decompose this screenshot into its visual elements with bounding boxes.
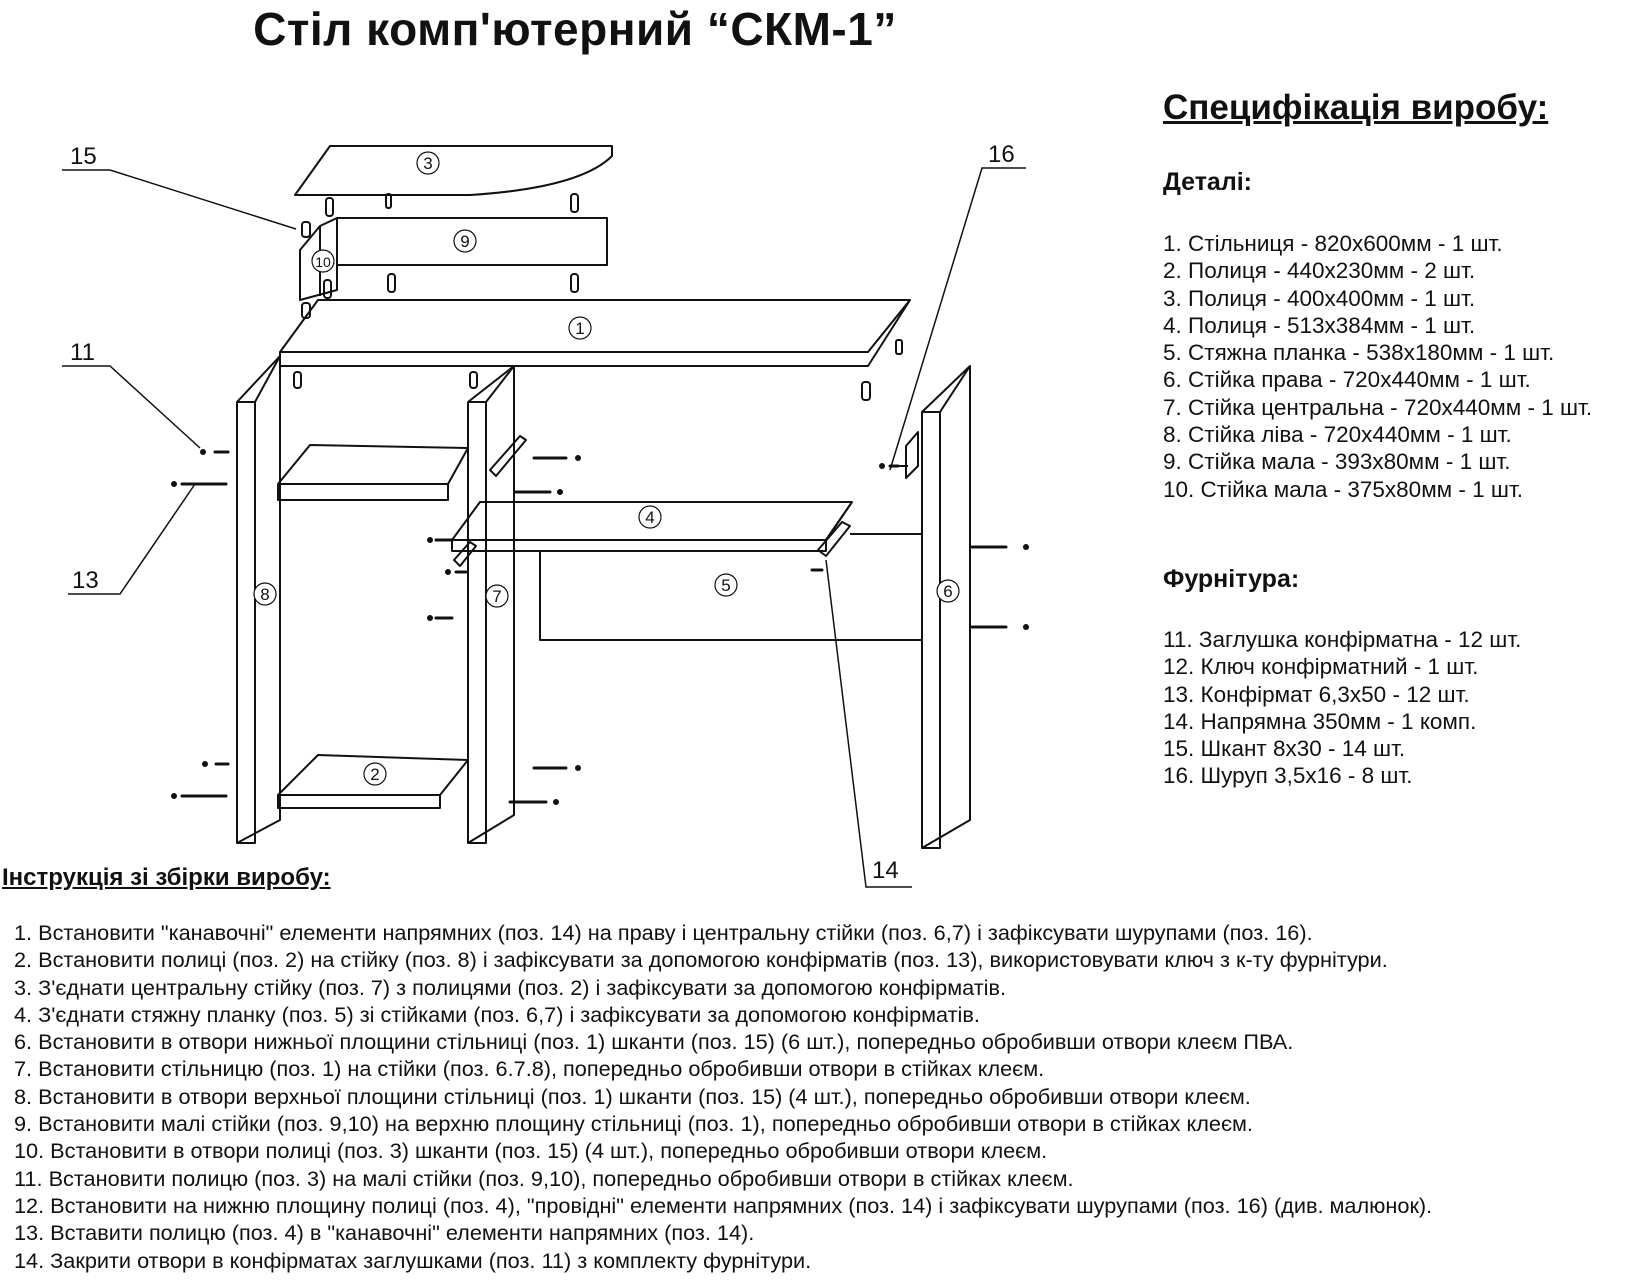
instruction-step: 11. Встановити полицю (поз. 3) на малі с… xyxy=(14,1165,1074,1191)
part-label-3: 3 xyxy=(423,154,432,173)
stand-10-shape xyxy=(299,217,338,301)
detail-item: 6. Стійка права - 720х440мм - 1 шт. xyxy=(1163,367,1531,393)
instruction-step: 8. Встановити в отвори верхньої площини … xyxy=(14,1083,1251,1109)
hardware-item: 15. Шкант 8х30 - 14 шт. xyxy=(1163,736,1406,762)
part-label-5: 5 xyxy=(721,576,730,595)
hardware-item: 16. Шуруп 3,5х16 - 8 шт. xyxy=(1163,763,1413,789)
tie-plate-5-shape xyxy=(539,550,922,641)
detail-item: 10. Стійка мала - 375х80мм - 1 шт. xyxy=(1163,476,1523,502)
hardware-item: 13. Конфірмат 6,3х50 - 12 шт. xyxy=(1163,681,1470,707)
instruction-step: 13. Вставити полицю (поз. 4) в "канавочн… xyxy=(14,1220,755,1246)
instruction-step: 6. Встановити в отвори нижньої площини с… xyxy=(14,1029,1294,1055)
part-label-1: 1 xyxy=(575,319,584,338)
part-label-10: 10 xyxy=(315,254,331,270)
callout-14: 14 xyxy=(872,857,899,884)
hardware-item: 14. Напрямна 350мм - 1 комп. xyxy=(1163,708,1477,734)
part-label-6: 6 xyxy=(943,582,952,601)
tabletop-1-shape xyxy=(279,299,911,367)
callout-11: 11 xyxy=(70,339,95,366)
instructions-title: Інструкція зі збірки виробу: xyxy=(2,864,331,891)
assembly-diagram: 15 11 13 16 14 3 9 10 1 4 5 6 7 8 2 xyxy=(62,141,1029,888)
stand-6-shape xyxy=(921,365,971,849)
callout-15: 15 xyxy=(70,143,97,170)
detail-item: 3. Полиця - 400х400мм - 1 шт. xyxy=(1163,285,1476,311)
hardware-list: 11. Заглушка конфірматна - 12 шт. 12. Кл… xyxy=(1163,626,1521,790)
details-title: Деталі: xyxy=(1163,168,1252,196)
part-label-4: 4 xyxy=(645,508,654,527)
instruction-step: 2. Встановити полиці (поз. 2) на стійку … xyxy=(14,947,1388,973)
instruction-step: 7. Встановити стільницю (поз. 1) на стій… xyxy=(14,1056,1045,1082)
instruction-step: 14. Закрити отвори в конфірматах заглушк… xyxy=(14,1247,812,1273)
part-label-8: 8 xyxy=(260,585,269,604)
details-list: 1. Стільниця - 820х600мм - 1 шт. 2. Поли… xyxy=(1163,230,1592,503)
stand-7-shape xyxy=(467,365,515,844)
instruction-step: 3. З'єднати центральну стійку (поз. 7) з… xyxy=(14,974,1007,1000)
hardware-item: 12. Ключ конфірматний - 1 шт. xyxy=(1163,654,1479,680)
hardware-item: 11. Заглушка конфірматна - 12 шт. xyxy=(1163,627,1522,652)
detail-item: 4. Полиця - 513х384мм - 1 шт. xyxy=(1163,312,1476,338)
stand-8-shape xyxy=(236,355,281,844)
shelf-2-lower-shape xyxy=(277,754,469,796)
callout-16: 16 xyxy=(988,141,1015,168)
part-label-9: 9 xyxy=(460,232,469,251)
detail-item: 1. Стільниця - 820х600мм - 1 шт. xyxy=(1163,231,1503,256)
instruction-step: 4. З'єднати стяжну планку (поз. 5) зі ст… xyxy=(14,1001,980,1027)
shelf-2-upper-shape xyxy=(277,444,469,485)
callout-13: 13 xyxy=(72,567,99,594)
part-label-2: 2 xyxy=(370,765,379,784)
detail-item: 9. Стійка мала - 393х80мм - 1 шт. xyxy=(1163,449,1511,475)
document-title: Стіл комп'ютерний “СКМ-1” xyxy=(253,3,897,55)
detail-item: 7. Стійка центральна - 720х440мм - 1 шт. xyxy=(1163,394,1593,420)
instructions-list: 1. Встановити "канавочні" елементи напря… xyxy=(14,919,1432,1274)
detail-item: 5. Стяжна планка - 538х180мм - 1 шт. xyxy=(1163,340,1555,366)
part-label-7: 7 xyxy=(492,587,501,606)
instruction-step: 1. Встановити "канавочні" елементи напря… xyxy=(14,920,1313,945)
instruction-step: 10. Встановити в отвори полиці (поз. 3) … xyxy=(14,1138,1048,1164)
hardware-title: Фурнітура: xyxy=(1163,565,1300,593)
detail-item: 8. Стійка ліва - 720х440мм - 1 шт. xyxy=(1163,422,1512,448)
instruction-step: 9. Встановити малі стійки (поз. 9,10) на… xyxy=(14,1111,1253,1137)
instruction-step: 12. Встановити на нижню площину полиці (… xyxy=(14,1192,1433,1218)
specification-title: Специфікація виробу: xyxy=(1163,88,1549,127)
shelf-3-shape xyxy=(294,145,613,196)
detail-item: 2. Полиця - 440х230мм - 2 шт. xyxy=(1163,258,1476,284)
